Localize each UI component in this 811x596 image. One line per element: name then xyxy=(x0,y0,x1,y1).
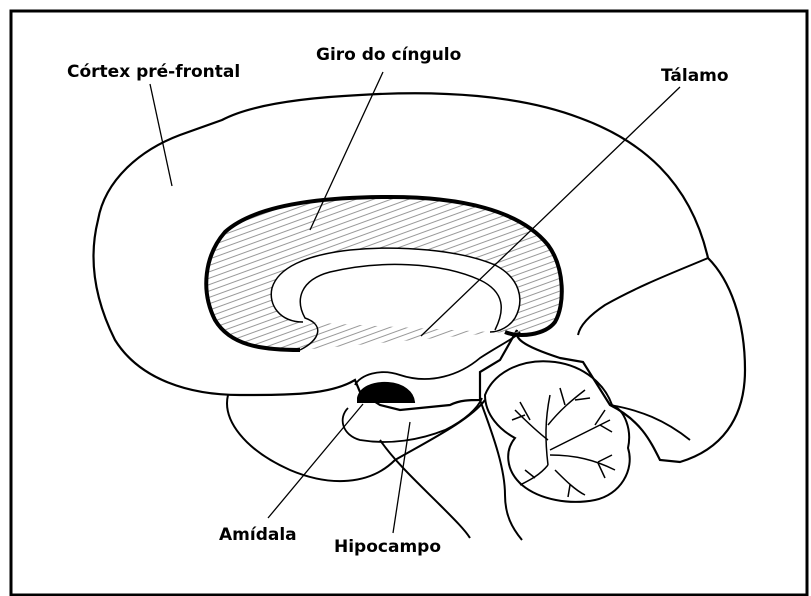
leader-amygdala xyxy=(268,404,363,518)
amygdala-shape xyxy=(358,383,414,402)
parieto-occipital-sulcus xyxy=(578,258,708,335)
label-prefrontal-cortex: Córtex pré-frontal xyxy=(67,62,240,82)
brainstem-left xyxy=(380,440,470,538)
label-thalamus: Tálamo xyxy=(661,66,729,86)
cerebellum-outline xyxy=(485,361,630,502)
leader-prefrontal xyxy=(150,84,172,186)
arbor-vitae xyxy=(512,388,615,497)
hippocampus-shape xyxy=(343,398,482,442)
label-cingulate-gyrus: Giro do cíngulo xyxy=(316,45,461,65)
calcarine-sulcus xyxy=(610,405,690,440)
leader-hippocampus xyxy=(393,422,410,533)
label-amygdala: Amídala xyxy=(219,525,297,545)
label-hippocampus: Hipocampo xyxy=(334,537,441,557)
brainstem-right xyxy=(480,400,522,540)
